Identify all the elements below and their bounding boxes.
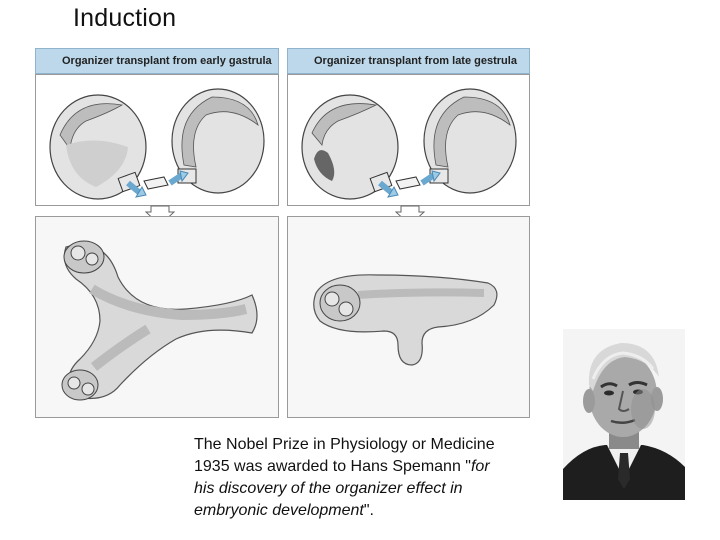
donor-embryo-late <box>301 94 399 200</box>
panel-header-early-text: Organizer transplant from early gastrula <box>62 55 272 67</box>
early-gastrula-transplant-panel <box>35 74 279 206</box>
caption-line-4-end: ". <box>363 502 374 519</box>
panel-header-late-text: Organizer transplant from late gestrula <box>314 55 517 67</box>
slide-title: Induction <box>73 4 177 32</box>
caption-line-3: his discovery of the organizer effect in <box>194 480 463 497</box>
graft-piece-late <box>395 176 421 190</box>
twinned-embryo <box>61 240 258 401</box>
spemann-organizer-figure: Organizer transplant from early gastrula… <box>35 46 530 418</box>
panel-header-early: Organizer transplant from early gastrula <box>35 48 279 74</box>
late-gastrula-transplant-panel <box>287 74 530 206</box>
caption-line-2: 1935 was awarded to Hans Spemann "for <box>194 456 544 478</box>
graft-piece <box>143 176 169 190</box>
caption-line-4-italic: embryonic development <box>194 502 364 519</box>
twinned-embryo-panel <box>35 216 279 418</box>
protrusion-embryo-panel <box>287 216 530 418</box>
donor-embryo-early <box>49 94 147 200</box>
hans-spemann-portrait <box>563 329 685 500</box>
caption-line-2-text: 1935 was awarded to Hans Spemann " <box>194 458 471 475</box>
embryo-with-protrusion <box>313 274 498 366</box>
transplant-arrows <box>126 170 189 198</box>
nobel-caption: The Nobel Prize in Physiology or Medicin… <box>194 434 544 522</box>
host-embryo-late <box>423 88 517 194</box>
panel-header-late: Organizer transplant from late gestrula <box>287 48 530 74</box>
host-embryo-early <box>171 88 265 194</box>
caption-line-2-italic: for <box>470 458 490 475</box>
caption-line-4: embryonic development". <box>194 500 544 522</box>
caption-line-1: The Nobel Prize in Physiology or Medicin… <box>194 436 495 453</box>
transplant-arrows-late <box>378 170 441 198</box>
